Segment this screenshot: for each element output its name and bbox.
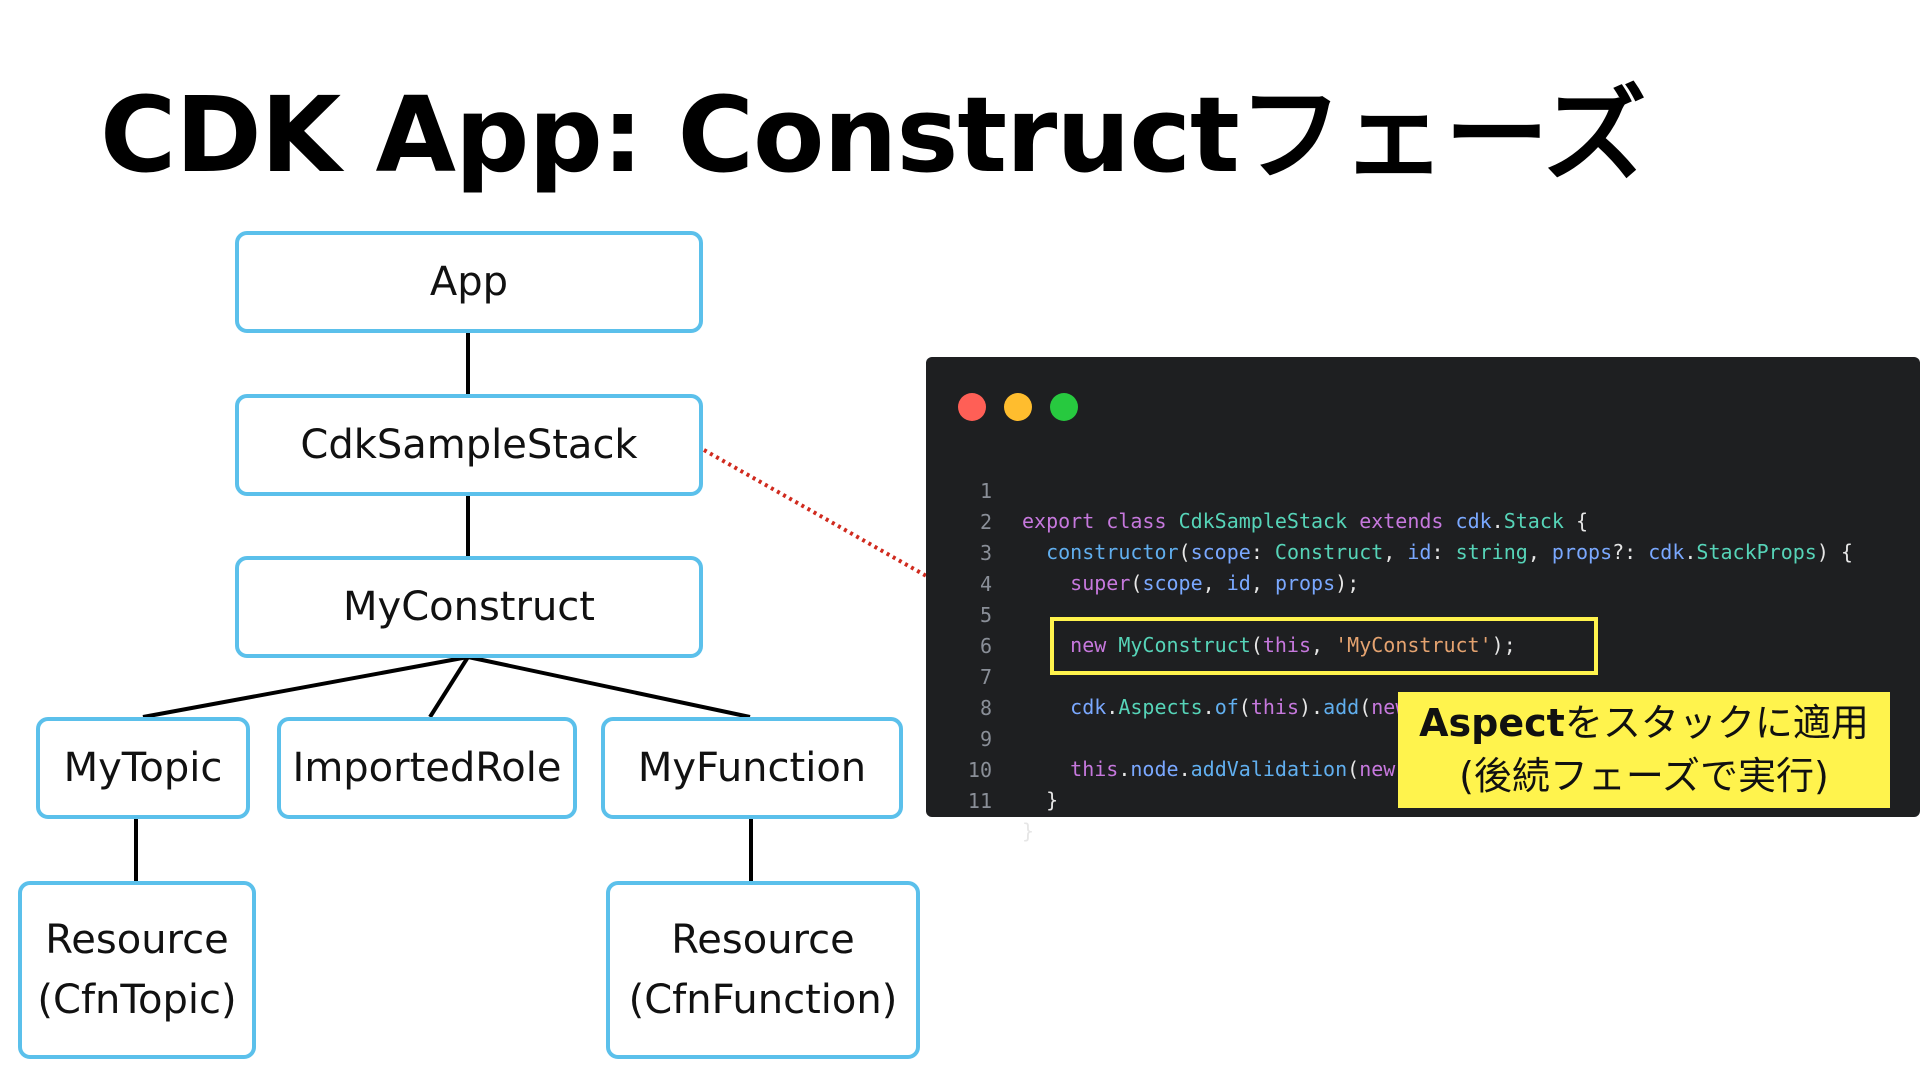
callout-line-1-rest: をスタックに適用	[1564, 700, 1869, 745]
code-line: 2 constructor(scope: Construct, id: stri…	[926, 477, 1853, 564]
code-line: 1 export class CdkSampleStack extends cd…	[926, 446, 1588, 533]
code-text: export class CdkSampleStack extends cdk.…	[1022, 509, 1589, 533]
line-number: 6	[979, 634, 992, 658]
code-text: new MyConstruct(this, 'MyConstruct');	[1070, 633, 1516, 657]
topic-resource-line2: (CfnTopic)	[37, 977, 237, 1023]
code-line: 7 cdk.Aspects.of(this).add(new MyAspect(…	[926, 632, 1564, 719]
aspect-callout: Aspectをスタックに適用 (後続フェーズで実行)	[1398, 692, 1890, 808]
node-app: App	[235, 231, 703, 333]
callout-aspect-word: Aspect	[1419, 700, 1565, 745]
node-function-label: MyFunction	[637, 745, 867, 791]
code-line: 10 }	[926, 725, 1058, 812]
code-line: 3 super(scope, id, props);	[926, 508, 1359, 595]
code-text: constructor(scope: Construct, id: string…	[1046, 540, 1853, 564]
callout-line-1: Aspectをスタックに適用	[1419, 697, 1869, 750]
connector-construct-role	[428, 655, 470, 719]
line-number: 4	[979, 572, 992, 596]
code-text: super(scope, id, props);	[1070, 571, 1360, 595]
line-number: 11	[967, 789, 992, 813]
node-cdk-sample-stack: CdkSampleStack	[235, 394, 703, 496]
code-highlight-box	[1050, 617, 1598, 675]
code-line: 9 this.node.addValidation(new	[926, 694, 1395, 781]
code-line: 6	[926, 601, 992, 658]
node-my-construct: MyConstruct	[235, 556, 703, 658]
topic-resource-line1: Resource	[45, 917, 229, 963]
code-text: }	[1022, 819, 1035, 843]
line-number: 8	[979, 696, 992, 720]
connector-construct-topic	[142, 655, 469, 719]
line-number: 5	[979, 603, 992, 627]
code-line: 8	[926, 663, 992, 720]
line-number: 9	[979, 727, 992, 751]
node-my-function: MyFunction	[601, 717, 903, 819]
node-topic-resource: Resource (CfnTopic)	[18, 881, 256, 1059]
callout-line-2: (後続フェーズで実行)	[1459, 754, 1829, 798]
line-number: 10	[967, 758, 992, 782]
function-resource-line1: Resource	[671, 917, 855, 963]
code-line: 11 }	[926, 756, 1034, 843]
code-text: this.node.addValidation(new	[1070, 757, 1396, 781]
node-stack-label: CdkSampleStack	[300, 422, 638, 468]
line-number: 2	[979, 510, 992, 534]
page-title: CDK App: Constructフェーズ	[100, 74, 1647, 196]
code-line: 4	[926, 539, 992, 596]
node-my-topic: MyTopic	[36, 717, 250, 819]
node-function-resource: Resource (CfnFunction)	[606, 881, 920, 1059]
connector-construct-function	[467, 655, 751, 719]
function-resource-line2: (CfnFunction)	[628, 977, 898, 1023]
window-close-dot	[958, 393, 986, 421]
node-imported-role: ImportedRole	[277, 717, 577, 819]
code-text: }	[1022, 788, 1059, 812]
code-line: 5 new MyConstruct(this, 'MyConstruct');	[926, 570, 1516, 657]
node-app-label: App	[429, 259, 509, 305]
node-topic-label: MyTopic	[63, 745, 223, 791]
node-construct-label: MyConstruct	[343, 584, 595, 630]
window-zoom-dot	[1050, 393, 1078, 421]
line-number: 1	[979, 479, 992, 503]
line-number: 7	[979, 665, 992, 689]
window-minimize-dot	[1004, 393, 1032, 421]
line-number: 3	[979, 541, 992, 565]
node-role-label: ImportedRole	[292, 745, 562, 791]
